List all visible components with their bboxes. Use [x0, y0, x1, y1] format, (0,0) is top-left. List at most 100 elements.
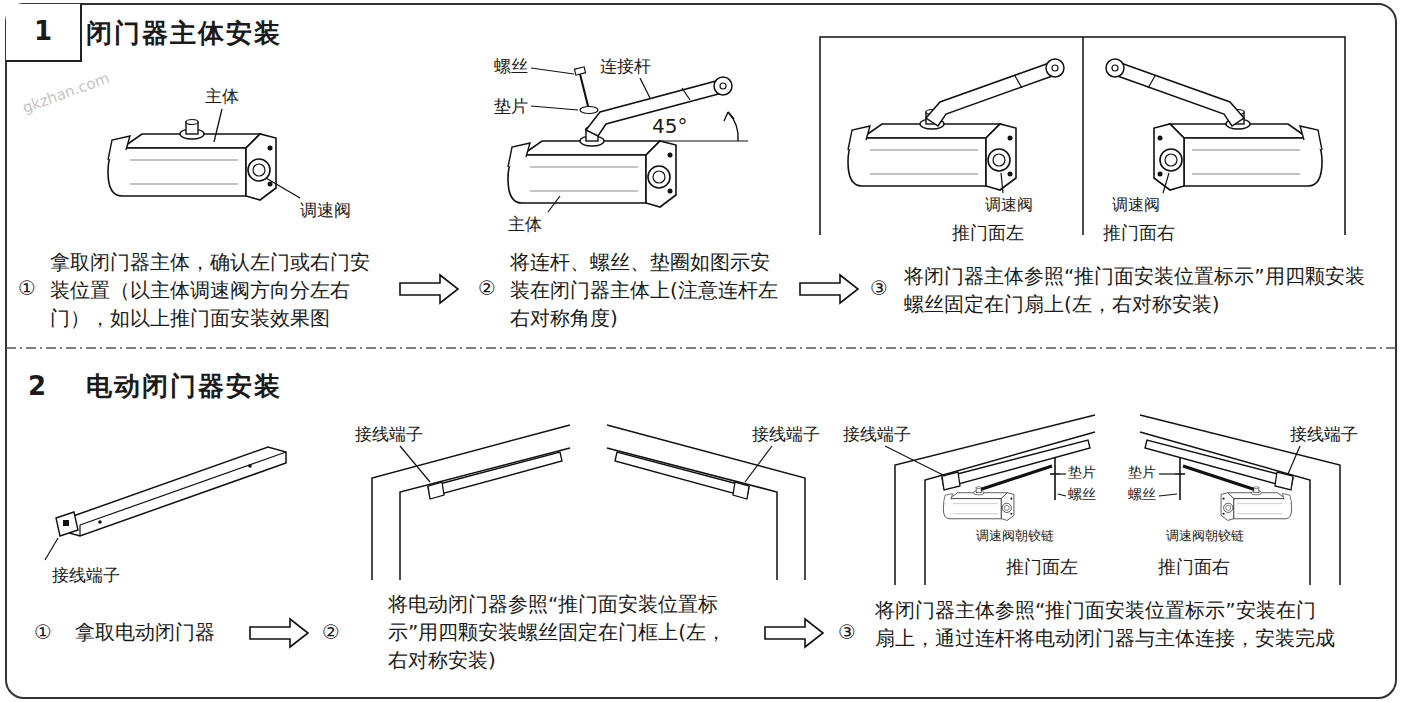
closer-figure-3 — [1148, 76, 1155, 88]
step-arrow — [765, 619, 823, 647]
part-label: 推门面左 — [1006, 556, 1078, 579]
part-label: 推门面左 — [952, 222, 1024, 245]
door-frame-figure — [607, 425, 805, 580]
installed-closer-figure — [942, 472, 960, 490]
closer-figure-2 — [548, 196, 560, 212]
electric-closer-rail — [62, 447, 286, 536]
part-label: 调速阀 — [1112, 195, 1160, 215]
callout-number: ③ — [838, 620, 856, 645]
installed-closer-figure — [1050, 473, 1060, 475]
part-label: 接线端子 — [52, 565, 120, 586]
part-label: 调速阀 — [985, 195, 1033, 215]
panel-border — [6, 4, 1396, 698]
part-label: 连接杆 — [600, 56, 651, 77]
callout-number: ① — [18, 276, 36, 301]
watermark: gkzhan.com — [20, 69, 112, 118]
door-frame-figure — [733, 482, 749, 499]
closer-figure-1 — [108, 120, 276, 201]
installed-closer-figure — [1054, 458, 1056, 500]
door-frame-figure — [400, 446, 430, 482]
closer-figure-2 — [728, 112, 738, 141]
installed-closer-figure — [1288, 446, 1300, 474]
installed-closer-figure — [1159, 473, 1175, 474]
electric-closer-rail — [98, 520, 102, 524]
closer-figure-2 — [508, 127, 676, 208]
dimension-label: 45° — [652, 114, 687, 139]
closer-figure-3 — [1112, 62, 1244, 126]
installed-closer-figure — [943, 487, 1014, 521]
part-label: 垫片 — [1128, 464, 1156, 482]
installed-closer-figure — [1060, 473, 1066, 474]
part-label: 推门面右 — [1103, 222, 1175, 245]
part-label: 调速阀朝铰链 — [976, 528, 1054, 544]
step-arrow — [250, 619, 308, 647]
closer-figure-3 — [1001, 173, 1003, 193]
closer-figure-3 — [1106, 59, 1124, 77]
closer-figure-2 — [720, 83, 726, 89]
installed-closer-figure — [895, 415, 1095, 585]
electric-closer-rail — [80, 452, 286, 525]
closer-figure-3 — [1082, 37, 1084, 235]
installed-closer-figure — [1159, 494, 1177, 496]
section-tab: 1闭门器主体安装 — [6, 4, 82, 62]
part-label: 螺丝 — [1128, 486, 1156, 504]
closer-figure-2 — [662, 140, 748, 141]
installed-closer-figure — [1183, 466, 1256, 490]
electric-closer-rail — [248, 464, 252, 468]
part-label: 主体 — [205, 86, 239, 107]
closer-figure-1 — [108, 109, 300, 200]
callout-number: ② — [478, 276, 496, 301]
closer-figure-3 — [926, 62, 1058, 126]
door-frame-figure — [615, 452, 749, 497]
door-frame-figure — [745, 446, 772, 482]
part-label: 接线端子 — [355, 424, 423, 445]
step-text: 拿取闭门器主体，确认左门或右门安装位置（以主体调速阀方向分左右门），如以上推门面… — [50, 248, 385, 332]
door-frame-figure — [607, 448, 777, 580]
closer-figure-2 — [682, 88, 690, 100]
step-arrow — [400, 275, 458, 303]
installed-closer-figure — [979, 466, 1052, 490]
closer-figure-2 — [640, 78, 650, 98]
part-label: 接线端子 — [752, 424, 820, 445]
electric-closer-rail — [56, 512, 78, 536]
step-arrow — [800, 275, 858, 303]
callout-number: ③ — [870, 276, 888, 301]
installed-closer-figure — [885, 446, 945, 476]
closer-figure-2 — [714, 77, 732, 95]
installed-closer-figure — [1140, 432, 1310, 585]
closer-figure-3 — [1052, 65, 1058, 71]
closer-figure-2 — [531, 106, 578, 110]
closer-figure-1 — [214, 109, 222, 142]
step-text: 将电动闭门器参照“推门面安装位置标示”用四颗安装螺丝固定在门框上(左，右对称安装… — [388, 590, 733, 674]
step-text: 将闭门器主体参照“推门面安装位置标示”安装在门扇上，通过连杆将电动闭门器与主体连… — [875, 596, 1335, 652]
closer-figure-3 — [1046, 59, 1064, 77]
electric-closer-rail — [79, 525, 80, 536]
electric-closer-rail — [63, 520, 69, 526]
part-label: 推门面右 — [1158, 556, 1230, 579]
part-label: 调速阀 — [300, 200, 351, 221]
section-number: 1 — [6, 4, 80, 58]
part-label: 垫片 — [1068, 464, 1096, 482]
installed-closer-figure — [1179, 458, 1181, 500]
door-frame-figure — [428, 482, 444, 499]
door-frame-figure — [428, 452, 562, 497]
part-label: 垫片 — [494, 96, 528, 117]
installed-closer-figure — [1145, 440, 1293, 488]
closer-figure-1 — [266, 178, 300, 198]
section-title: 闭门器主体安装 — [86, 16, 282, 51]
installed-closer-figure — [1058, 494, 1066, 496]
step-text: 将闭门器主体参照“推门面安装位置标示”用四颗安装螺丝固定在门扇上(左，右对称安装… — [904, 262, 1384, 318]
step-text: 将连杆、螺丝、垫圈如图示安装在闭门器主体上(注意连杆左右对称角度) — [510, 248, 780, 332]
closer-figure-3 — [1163, 173, 1169, 193]
installed-closer-figure — [885, 415, 1340, 585]
installed-closer-figure — [942, 440, 1090, 488]
part-label: 螺丝 — [494, 56, 528, 77]
door-frame-figure — [372, 425, 805, 580]
callout-number: ① — [34, 620, 52, 645]
door-frame-figure — [400, 448, 570, 580]
installed-closer-figure — [1275, 472, 1293, 490]
installed-closer-figure — [1175, 473, 1185, 475]
door-frame-figure — [372, 425, 570, 580]
closer-figure-2 — [724, 112, 734, 121]
